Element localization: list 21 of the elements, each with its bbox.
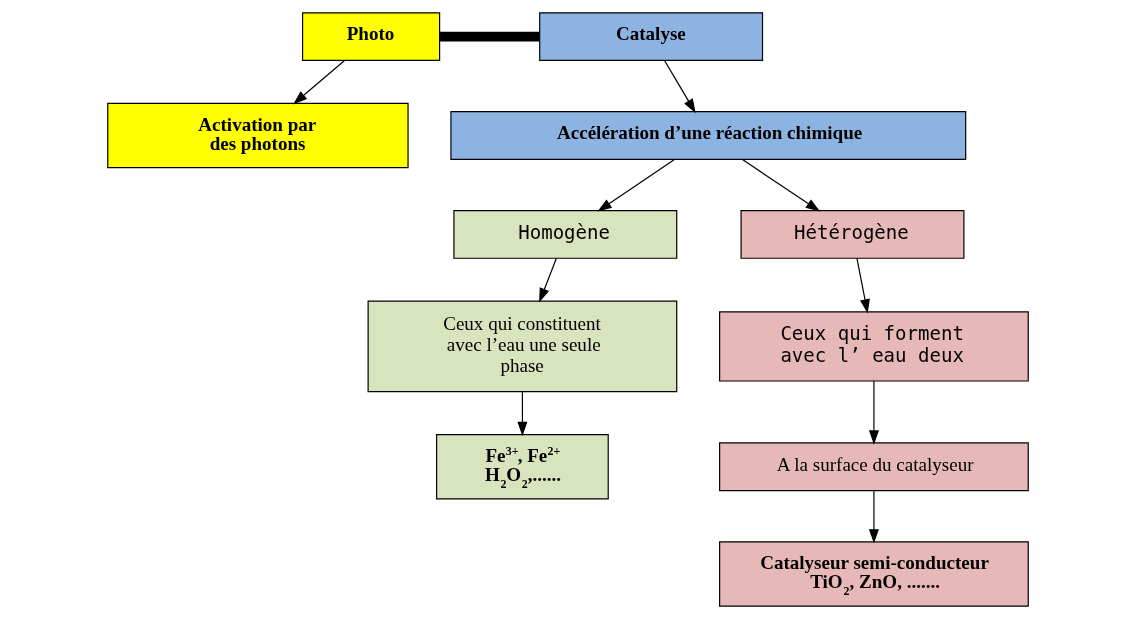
node-box: Ceux qui constituent avec l’eau une seule phase (367, 300, 678, 393)
arrow (868, 490, 879, 544)
arrow (868, 380, 879, 445)
arrow (741, 159, 821, 212)
arrow (293, 60, 345, 105)
node-box: Accélération d’une réaction chimique (450, 111, 967, 160)
node-box: Ceux qui forment avec l’ eau deux (719, 311, 1029, 382)
node-box: Fe$^{3+}$, Fe$^{2+}$ H$_{2}$O$_{2}$,...... (436, 434, 609, 500)
arrow (517, 391, 528, 437)
node-box: Photo (302, 12, 441, 62)
node-box: Activation par des photons (107, 102, 409, 169)
connector (440, 31, 540, 42)
arrow (597, 159, 675, 212)
node-box: Catalyse (539, 12, 764, 62)
node-box: Hétérogène (740, 210, 965, 259)
arrow (664, 60, 696, 114)
node-box: A la surface du catalyseur (719, 442, 1029, 492)
arrow (856, 257, 870, 314)
node-box: Catalyseur semi-conducteur TiO$_{2}$, ZnO, ....... (719, 541, 1029, 607)
arrow (539, 257, 558, 303)
node-box: Homogène (453, 210, 678, 259)
